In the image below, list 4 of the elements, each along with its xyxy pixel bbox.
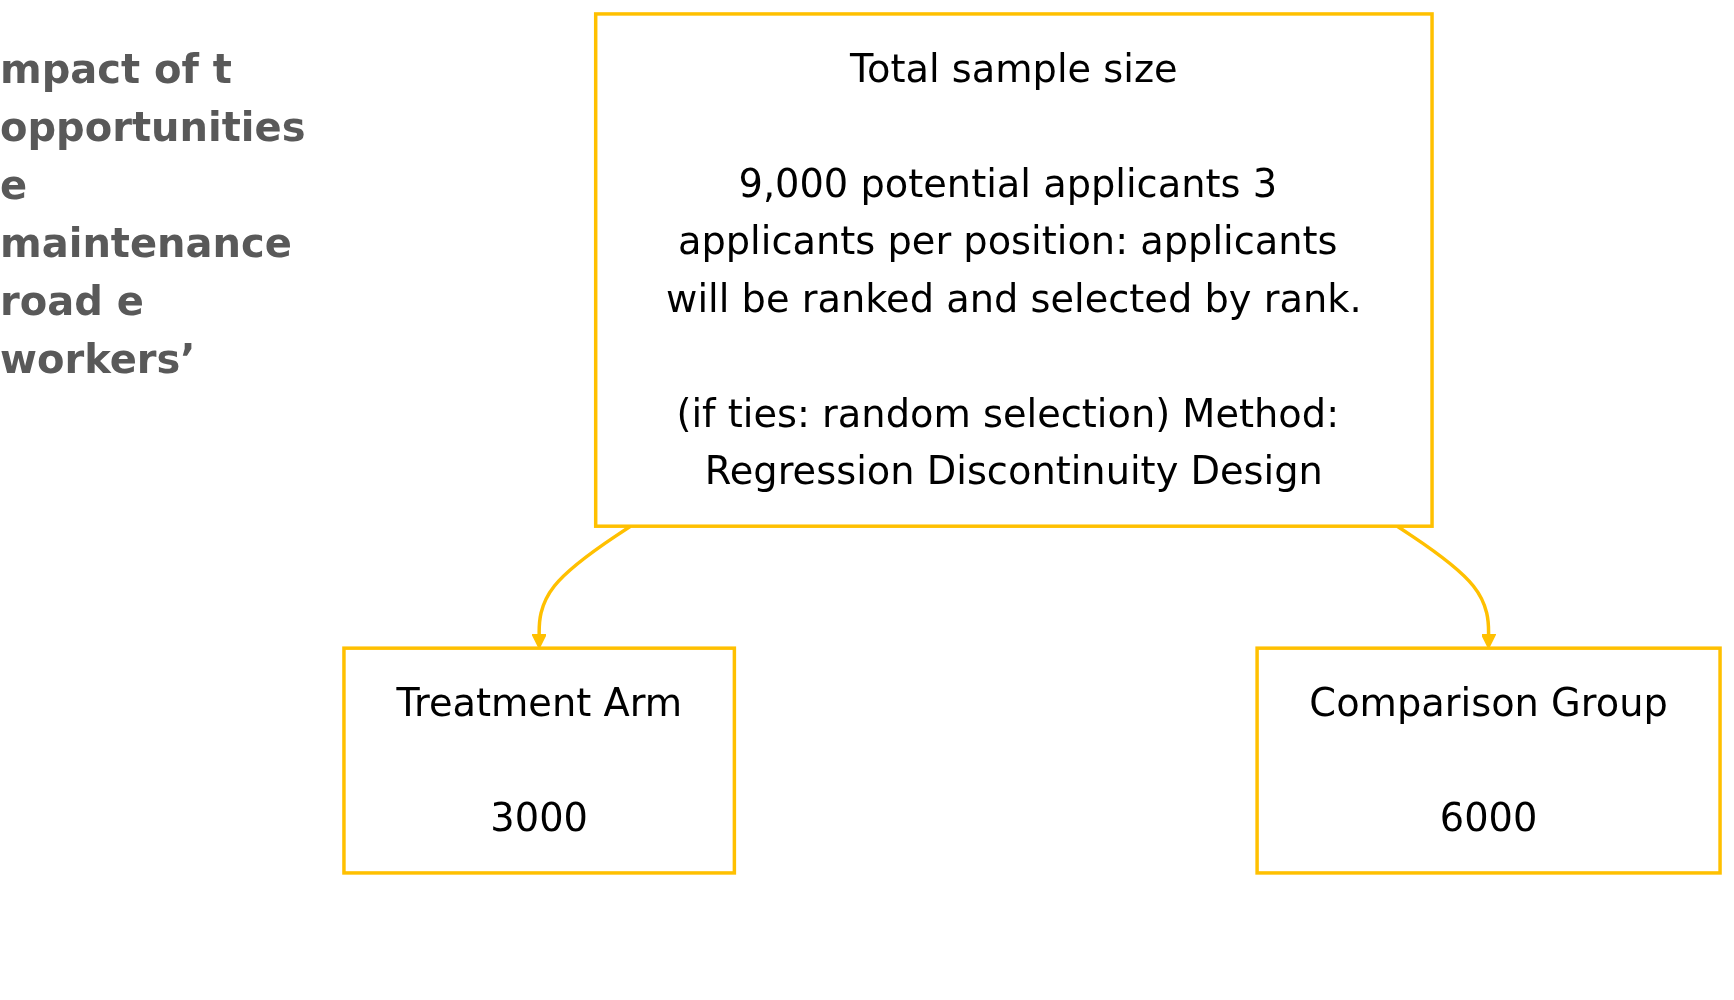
node-box: Total sample size 9,000 potential applicants 3 applicants per position: applicants will be ranked and selected by rank. (if ties: random selection) Method: Regression Discontinuity Design [593,12,1434,528]
node-box: Treatment Arm 3000 [342,646,737,875]
node-box: Comparison Group 6000 [1255,646,1722,875]
title-text: mpact of t opportunities e maintenance road e workers’ [0,45,307,384]
